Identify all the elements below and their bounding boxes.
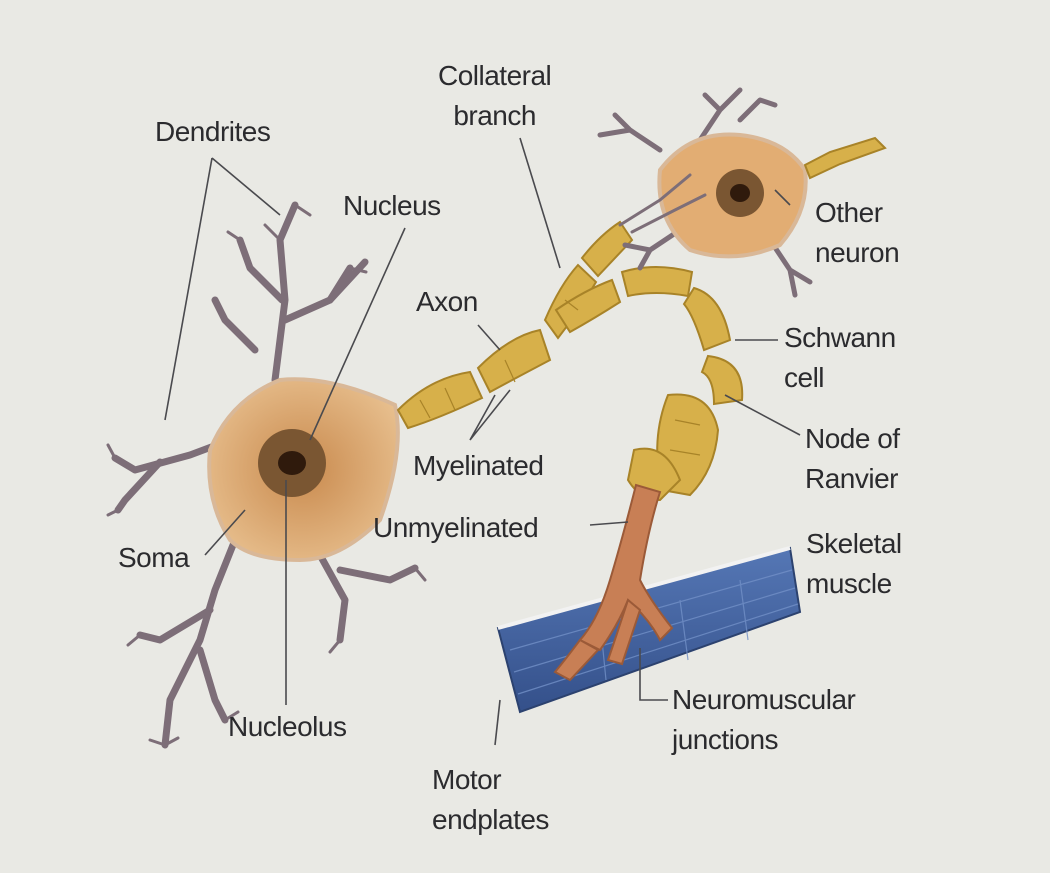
label-nucleolus: Nucleolus (228, 711, 347, 742)
label-other-neuron: Other neuron (815, 197, 900, 268)
label-skeletal-muscle: Skeletal muscle (806, 528, 902, 599)
dendrite-tips (106, 203, 427, 747)
label-unmyelinated: Unmyelinated (373, 512, 539, 543)
label-myelinated: Myelinated (413, 450, 544, 481)
nucleolus-shape (278, 451, 306, 475)
label-axon: Axon (416, 286, 478, 317)
label-dendrites: Dendrites (155, 116, 271, 147)
label-soma: Soma (118, 542, 190, 573)
label-collateral-branch: Collateral branch (438, 60, 552, 131)
myelin-sheath (396, 220, 744, 502)
dendrites (111, 201, 419, 749)
label-motor-endplates: Motor endplates (432, 764, 549, 835)
label-node-of-ranvier: Node of Ranvier (805, 423, 900, 494)
label-neuromuscular-junctions: Neuromuscular junctions (672, 684, 856, 755)
myelin-texture (419, 299, 701, 456)
label-schwann-cell: Schwann cell (784, 322, 896, 393)
other-neuron-shape (597, 87, 887, 298)
leader-lines (164, 137, 801, 746)
unmyelinated-axon (553, 483, 674, 682)
label-nucleus: Nucleus (343, 190, 441, 221)
